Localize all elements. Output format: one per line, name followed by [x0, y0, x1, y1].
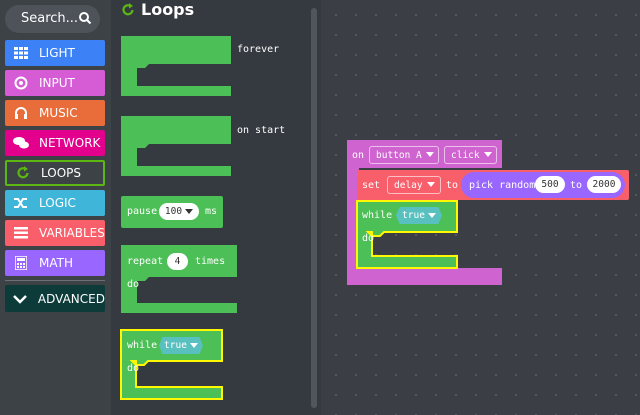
repeat-count-input[interactable]: 4: [167, 253, 188, 270]
caret-down-icon: [483, 152, 492, 157]
category-label: MUSIC: [39, 106, 78, 120]
refresh-icon: [15, 165, 31, 181]
while-condition-dropdown[interactable]: true: [159, 337, 203, 354]
divider: [5, 280, 105, 281]
caret-down-icon: [425, 152, 434, 157]
grid-icon: [13, 45, 29, 61]
set-to-label: to: [446, 180, 459, 191]
list-icon: [13, 225, 29, 241]
category-label: LOGIC: [39, 196, 76, 210]
pause-label: pause: [127, 206, 158, 217]
category-advanced[interactable]: ADVANCED: [5, 285, 105, 312]
flyout-title-text: Loops: [141, 0, 195, 19]
shuffle-icon: [13, 195, 29, 211]
category-loops[interactable]: LOOPS: [5, 160, 105, 186]
action-select-dropdown[interactable]: click: [444, 146, 497, 164]
category-label: NETWORK: [39, 136, 101, 150]
category-network[interactable]: NETWORK: [5, 130, 105, 156]
ws-while-condition-dropdown[interactable]: true: [396, 207, 442, 224]
repeat-label: repeat: [127, 256, 164, 267]
category-music[interactable]: MUSIC: [5, 100, 105, 126]
category-label: INPUT: [39, 76, 75, 90]
forever-label: forever: [237, 44, 280, 55]
search-box[interactable]: Search...: [5, 5, 100, 33]
caret-down-icon: [189, 342, 198, 348]
search-placeholder[interactable]: Search...: [21, 11, 79, 26]
category-logic[interactable]: LOGIC: [5, 190, 105, 216]
category-input[interactable]: INPUT: [5, 70, 105, 96]
while-label: while: [127, 340, 158, 351]
category-math[interactable]: MATH: [5, 250, 105, 276]
category-variables[interactable]: VARIABLES: [5, 220, 105, 246]
toolbox-flyout: Loops forever on start pause 100 ms repe…: [111, 0, 321, 415]
ws-while-label: while: [362, 210, 393, 221]
category-sidebar: Search... LIGHT INPUT MUSIC NETWORK LOOP…: [0, 0, 111, 415]
ws-while-do-label: do: [362, 233, 375, 244]
caret-down-icon: [427, 212, 436, 218]
pause-value-dropdown[interactable]: 100: [159, 203, 199, 220]
while-do-label: do: [127, 363, 140, 374]
random-min-input[interactable]: 500: [535, 176, 565, 193]
caret-down-icon: [185, 208, 194, 214]
flyout-scrollbar[interactable]: [311, 8, 317, 408]
caret-down-icon: [426, 182, 435, 187]
chat-icon: [13, 135, 29, 151]
pick-random-label: pick random: [469, 180, 536, 191]
category-label: LOOPS: [41, 166, 82, 180]
on-start-label: on start: [237, 125, 286, 136]
variable-select-dropdown[interactable]: delay: [387, 176, 441, 194]
category-light[interactable]: LIGHT: [5, 40, 105, 66]
category-label: LIGHT: [39, 46, 75, 60]
repeat-suffix: times: [195, 256, 226, 267]
headphones-icon: [13, 105, 29, 121]
category-label: ADVANCED: [37, 291, 105, 306]
flyout-title: Loops: [121, 0, 194, 19]
refresh-icon: [122, 2, 134, 15]
random-max-input[interactable]: 2000: [587, 176, 621, 193]
random-to-label: to: [570, 180, 583, 191]
button-select-dropdown[interactable]: button A: [369, 146, 439, 164]
event-on-label: on: [352, 150, 365, 161]
calculator-icon: [13, 255, 29, 271]
pause-unit: ms: [205, 206, 218, 217]
chevron-down-icon: [13, 291, 28, 307]
search-icon[interactable]: [78, 11, 92, 29]
set-label: set: [362, 180, 381, 191]
category-label: VARIABLES: [39, 226, 105, 240]
repeat-do-label: do: [127, 279, 140, 290]
target-icon: [13, 75, 29, 91]
category-label: MATH: [39, 256, 73, 270]
